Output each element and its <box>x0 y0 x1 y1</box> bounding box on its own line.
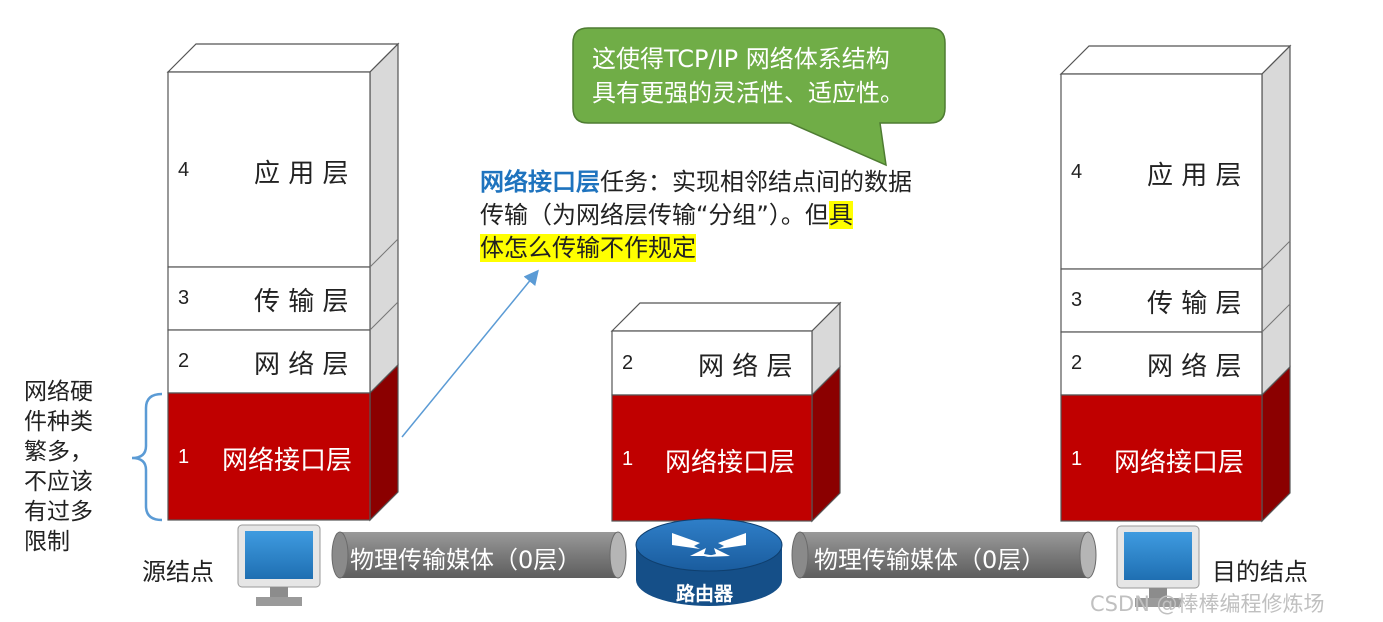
left-layer-2-num: 2 <box>178 350 190 372</box>
side-note-line: 件种类 <box>24 409 93 435</box>
speech-bubble <box>572 27 946 167</box>
side-note-line: 不应该 <box>24 469 93 495</box>
left-layer-1-num: 1 <box>178 446 190 468</box>
router-stack <box>610 301 842 523</box>
left-layer-1-name: 网络接口层 <box>222 446 353 476</box>
right-layer-2-name: 网 络 层 <box>1147 352 1242 382</box>
right-stack <box>1059 44 1292 523</box>
bubble-line-1: 这使得TCP/IP 网络体系结构 <box>592 45 890 73</box>
right-layer-3-num: 3 <box>1071 289 1083 311</box>
pointer-arrow <box>401 269 539 438</box>
left-stack <box>166 42 400 522</box>
right-layer-4-num: 4 <box>1071 161 1083 183</box>
medium-left-label: 物理传输媒体（0层） <box>350 546 582 574</box>
destination-computer-icon <box>1116 525 1200 607</box>
side-brace <box>131 392 163 522</box>
router-layer-1-num: 1 <box>622 448 634 470</box>
left-layer-4-name: 应 用 层 <box>254 159 349 189</box>
side-note-line: 限制 <box>24 529 70 555</box>
router-icon <box>635 518 783 606</box>
medium-pipe-left <box>331 531 627 579</box>
left-layer-3-name: 传 输 层 <box>254 287 349 317</box>
medium-pipe-right <box>791 531 1097 579</box>
side-note-line: 繁多， <box>24 439 93 465</box>
description-term: 网络接口层 <box>480 168 600 196</box>
left-layer-2-name: 网 络 层 <box>254 350 349 380</box>
right-layer-1-name: 网络接口层 <box>1114 448 1245 478</box>
layer-description: 网络接口层任务：实现相邻结点间的数据 传输（为网络层传输“分组”）。但具 体怎么… <box>480 166 912 265</box>
description-text-1: 任务：实现相邻结点间的数据 <box>600 168 912 196</box>
side-note-line: 网络硬 <box>24 379 93 405</box>
description-text-2: 传输（为网络层传输“分组”）。但 <box>480 201 829 229</box>
medium-right-label: 物理传输媒体（0层） <box>814 546 1046 574</box>
left-layer-3-num: 3 <box>178 287 190 309</box>
watermark: CSDN @棒棒编程修炼场 <box>1090 592 1325 616</box>
destination-node-label: 目的结点 <box>1212 558 1308 586</box>
side-note-line: 有过多 <box>24 499 93 525</box>
router-label: 路由器 <box>676 583 734 605</box>
source-computer-icon <box>237 524 321 606</box>
description-highlight-1: 具 <box>828 201 853 229</box>
side-note: 网络硬 件种类 繁多， 不应该 有过多 限制 <box>24 377 93 557</box>
right-layer-4-name: 应 用 层 <box>1147 161 1242 191</box>
source-node-label: 源结点 <box>142 558 214 586</box>
router-layer-1-name: 网络接口层 <box>665 448 796 478</box>
router-layer-2-name: 网 络 层 <box>698 352 793 382</box>
right-layer-3-name: 传 输 层 <box>1147 289 1242 319</box>
left-layer-4-num: 4 <box>178 159 190 181</box>
bubble-line-2: 具有更强的灵活性、适应性。 <box>592 79 904 107</box>
router-layer-2-num: 2 <box>622 352 634 374</box>
right-layer-2-num: 2 <box>1071 352 1083 374</box>
description-highlight-2: 体怎么传输不作规定 <box>480 234 696 262</box>
right-layer-1-num: 1 <box>1071 448 1083 470</box>
bubble-text: 这使得TCP/IP 网络体系结构 具有更强的灵活性、适应性。 <box>592 42 904 110</box>
